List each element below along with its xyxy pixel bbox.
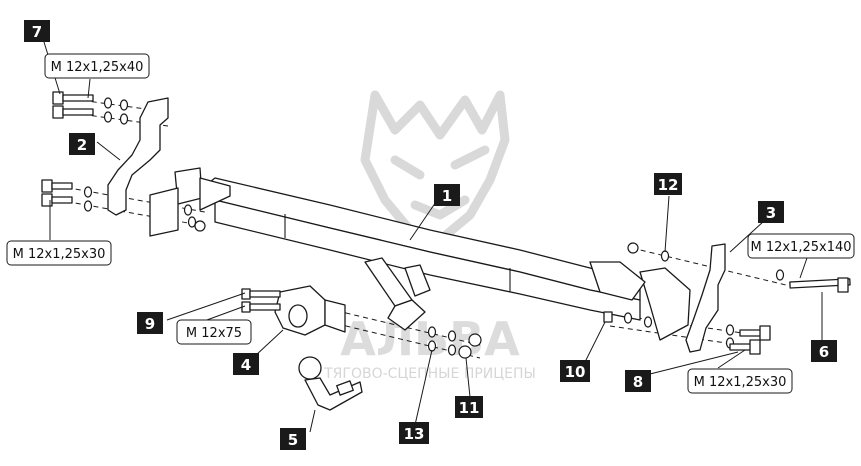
part-labels: 7 2 1 12 3 6 9 4 — [24, 20, 837, 450]
part-number-9: 9 — [137, 312, 163, 334]
nut — [627, 242, 639, 254]
bolt-spec-m12x125x30-right: M 12x1,25x30 — [687, 368, 793, 394]
part-number-7: 7 — [24, 20, 50, 42]
bolt-spec-m12x125x30-left: M 12x1,25x30 — [6, 240, 112, 266]
svg-text:1: 1 — [442, 187, 452, 205]
washer — [643, 316, 653, 328]
svg-text:M 12x1,25x30: M 12x1,25x30 — [694, 375, 787, 390]
bolt — [52, 105, 94, 119]
leader-lines — [43, 41, 823, 433]
svg-text:M 12x1,25x30: M 12x1,25x30 — [13, 247, 106, 262]
part-number-4: 4 — [233, 353, 259, 375]
right-bracket — [589, 243, 726, 353]
svg-text:9: 9 — [145, 315, 155, 333]
washer — [83, 200, 93, 212]
washer — [623, 312, 633, 324]
nut — [458, 345, 472, 359]
towball — [298, 356, 363, 411]
svg-text:13: 13 — [404, 425, 425, 443]
bolt — [603, 311, 613, 323]
bolt-spec-m12x125x140: M 12x1,25x140 — [747, 233, 855, 259]
bolt — [41, 179, 73, 193]
svg-text:4: 4 — [241, 356, 251, 374]
washer — [83, 186, 93, 198]
bolt — [241, 288, 281, 300]
washer — [103, 111, 113, 123]
leopard-head-icon — [360, 90, 510, 245]
svg-text:8: 8 — [633, 373, 643, 391]
part-number-6: 6 — [811, 340, 837, 362]
nut — [468, 333, 482, 347]
watermark-tagline: ТЯГОВО-СЦЕПНЫЕ ПРИЦЕПЫ — [323, 366, 536, 382]
fasteners — [83, 97, 785, 359]
bolt-spec-m12x75: M 12x75 — [176, 319, 252, 345]
svg-text:3: 3 — [766, 204, 776, 222]
part-number-11: 11 — [455, 396, 483, 418]
washer — [183, 204, 193, 216]
svg-text:M 12x75: M 12x75 — [186, 326, 242, 341]
washer — [775, 269, 785, 281]
washer — [447, 344, 457, 356]
svg-text:5: 5 — [288, 431, 298, 449]
ball-holder — [274, 285, 346, 336]
washer — [447, 330, 457, 342]
part-number-8: 8 — [625, 370, 651, 392]
part-number-2: 2 — [69, 133, 95, 155]
part-number-12: 12 — [654, 173, 682, 195]
washer — [660, 250, 670, 262]
svg-text:2: 2 — [77, 136, 87, 154]
svg-text:10: 10 — [565, 363, 586, 381]
bolt — [739, 325, 771, 341]
part-number-5: 5 — [280, 428, 306, 450]
svg-text:6: 6 — [819, 343, 829, 361]
washer — [103, 97, 113, 109]
bolt — [41, 193, 73, 207]
left-bracket — [107, 97, 231, 237]
bolts — [41, 91, 851, 355]
svg-text:12: 12 — [658, 176, 679, 194]
washer — [187, 216, 197, 228]
bolt — [52, 91, 94, 105]
bolt-spec-m12x125x40: M 12x1,25x40 — [44, 53, 150, 79]
washer — [427, 340, 437, 352]
svg-text:7: 7 — [32, 23, 42, 41]
part-number-1: 1 — [434, 184, 460, 206]
crossbeam — [199, 177, 641, 331]
washer — [119, 99, 129, 111]
bolt — [241, 301, 281, 313]
svg-text:M 12x1,25x140: M 12x1,25x140 — [750, 240, 851, 255]
svg-text:11: 11 — [459, 399, 480, 417]
washer — [119, 113, 129, 125]
nut — [194, 220, 206, 232]
part-number-10: 10 — [560, 360, 590, 382]
bolt-spec-callouts: M 12x1,25x40 M 12x1,25x30 M 12x75 M 12x1… — [6, 53, 855, 394]
part-number-3: 3 — [758, 201, 784, 223]
svg-text:M 12x1,25x40: M 12x1,25x40 — [51, 60, 144, 75]
part-number-13: 13 — [399, 422, 429, 444]
washer — [725, 324, 735, 336]
bolt — [789, 277, 851, 293]
bolt — [729, 339, 761, 355]
washer — [427, 326, 437, 338]
